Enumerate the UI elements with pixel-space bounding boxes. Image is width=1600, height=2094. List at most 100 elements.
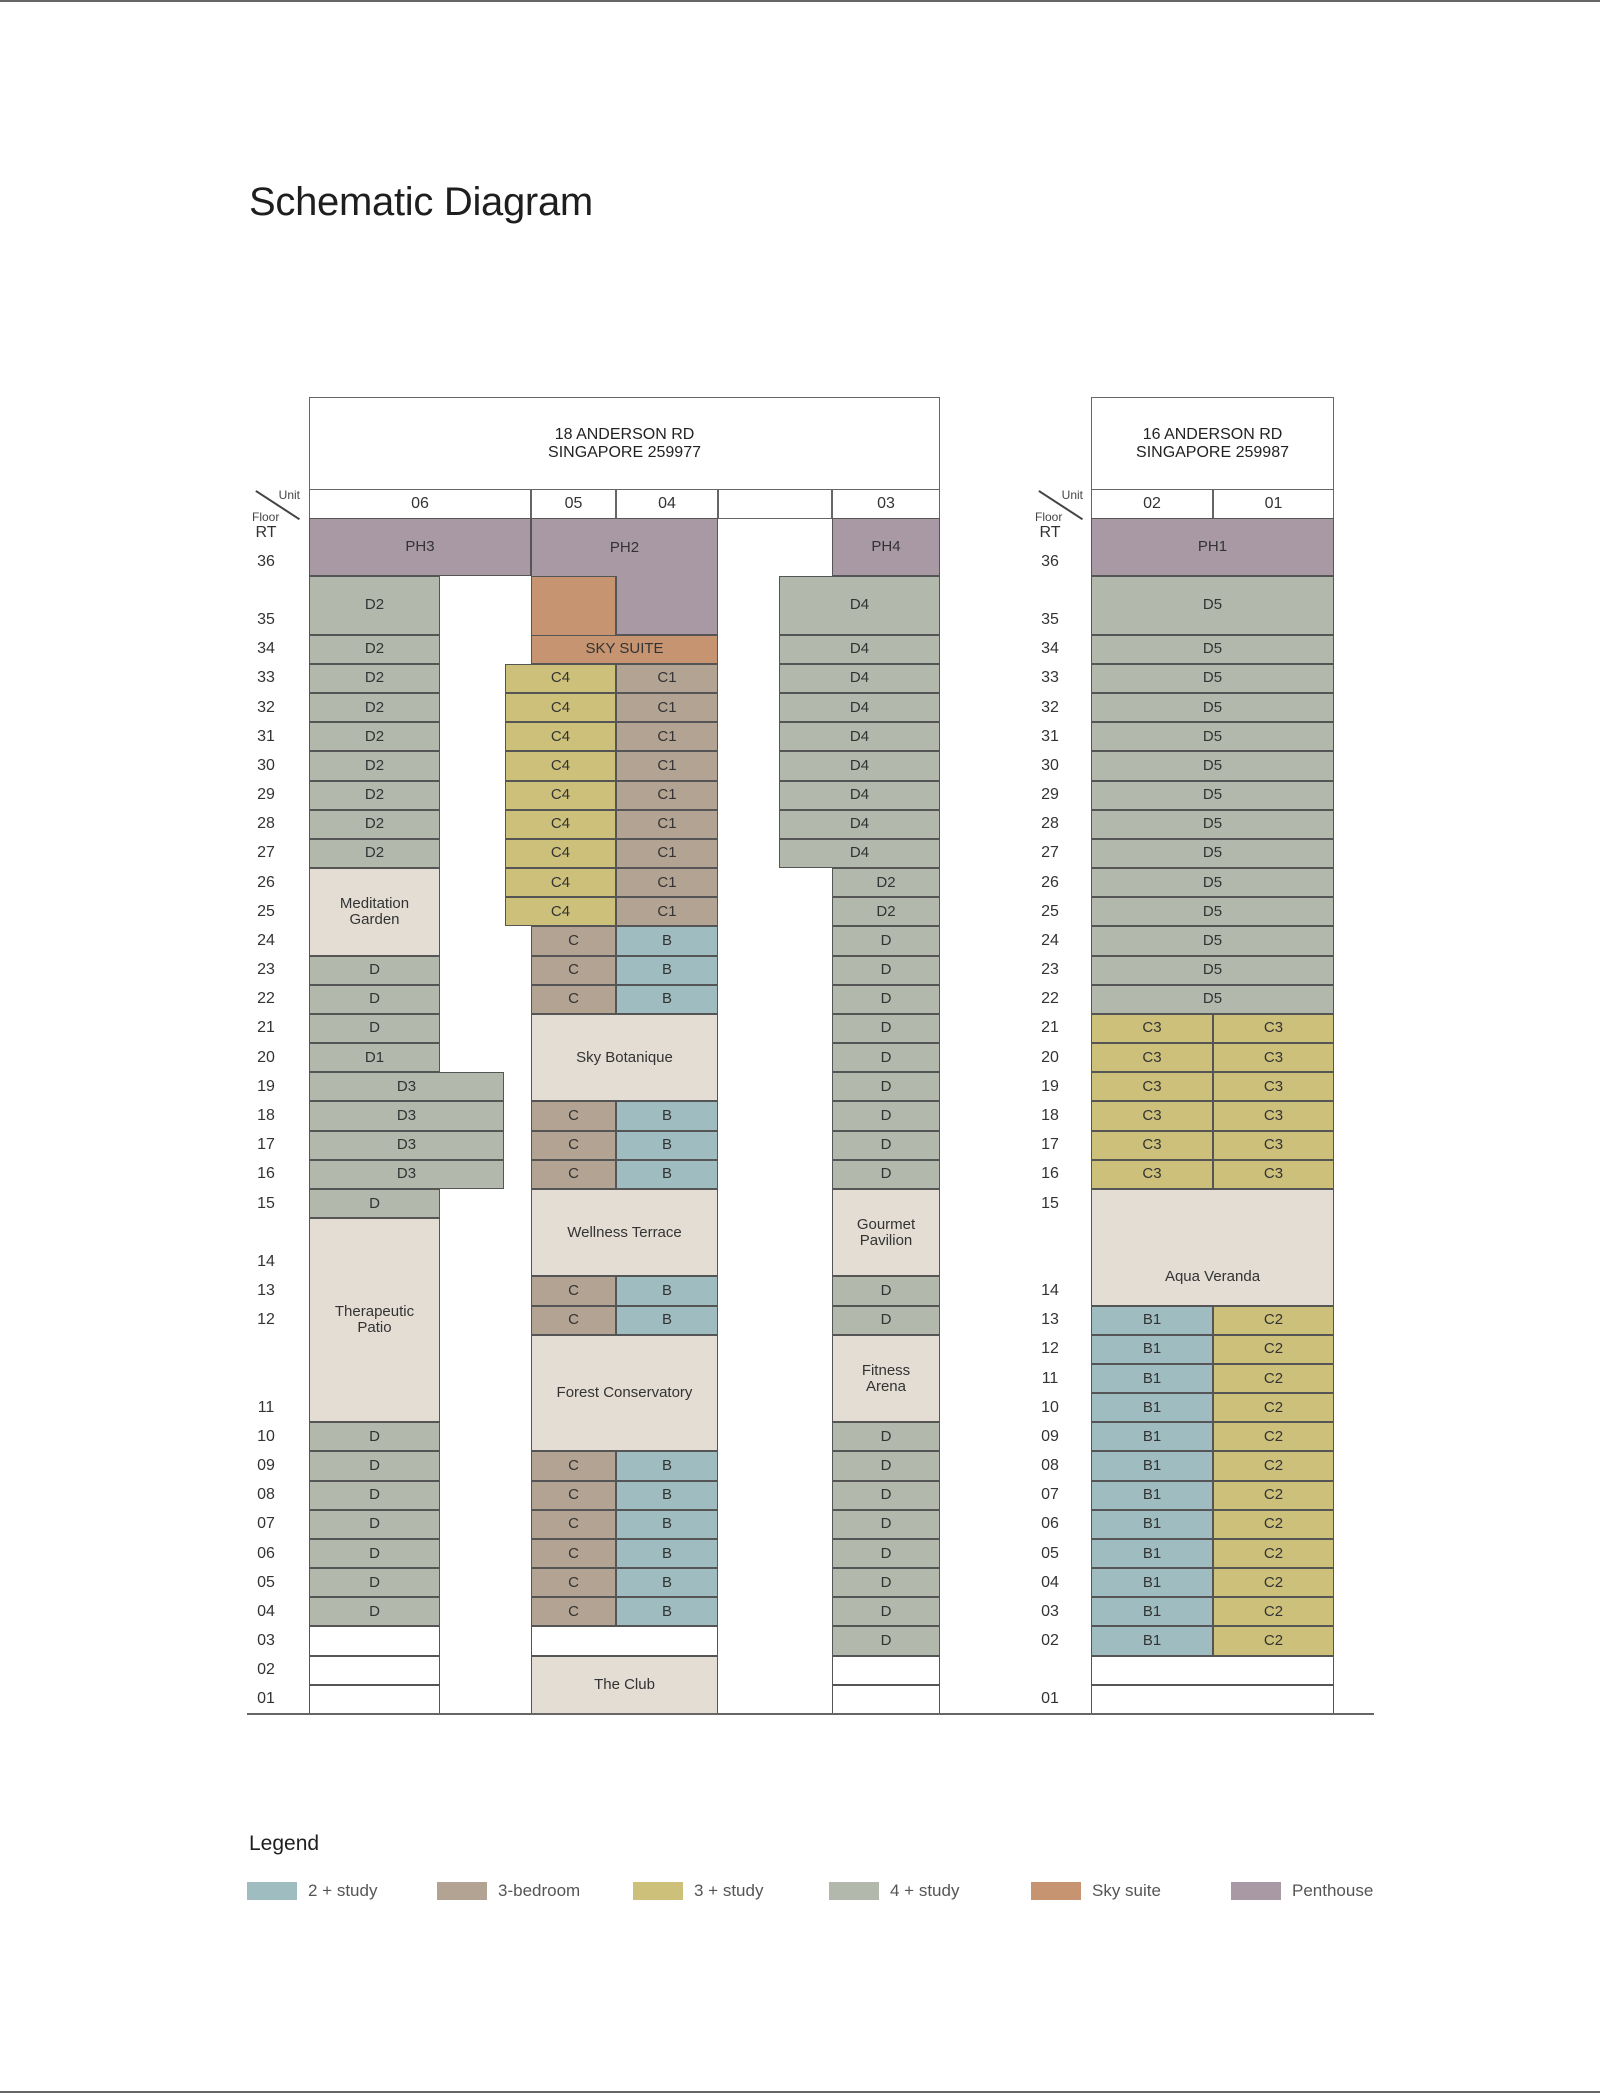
unit-cell[interactable]: D [309, 1538, 440, 1569]
sky-suite-upper[interactable] [531, 576, 616, 635]
unit-cell[interactable]: D5 [1091, 926, 1334, 956]
unit-cell[interactable]: C4 [505, 722, 616, 752]
unit-cell[interactable]: D2 [309, 663, 440, 693]
unit-cell[interactable]: B1 [1091, 1422, 1213, 1452]
unit-cell[interactable]: D4 [779, 693, 940, 723]
unit-cell[interactable]: B1 [1091, 1480, 1213, 1510]
unit-cell[interactable]: D5 [1091, 634, 1334, 664]
unit-cell[interactable]: C [531, 1451, 616, 1481]
unit-cell[interactable]: B [616, 1451, 718, 1481]
unit-cell[interactable]: D4 [779, 663, 940, 693]
unit-cell[interactable]: D [832, 1276, 940, 1306]
unit-cell[interactable]: C3 [1091, 1043, 1213, 1073]
unit-cell[interactable]: D5 [1091, 576, 1334, 635]
unit-cell[interactable]: C2 [1213, 1626, 1334, 1656]
unit-cell[interactable]: D [832, 955, 940, 985]
unit-cell[interactable]: C3 [1213, 1043, 1334, 1073]
unit-cell[interactable]: D [832, 1568, 940, 1598]
unit-cell[interactable]: C [531, 926, 616, 956]
unit-cell[interactable]: D [832, 1013, 940, 1044]
unit-cell[interactable]: D3 [309, 1130, 504, 1160]
unit-cell[interactable]: D [832, 1538, 940, 1569]
unit-cell[interactable]: D [832, 1597, 940, 1627]
unit-cell[interactable]: D4 [779, 838, 940, 869]
unit-cell[interactable]: C1 [616, 693, 718, 723]
unit-cell[interactable]: C [531, 1101, 616, 1131]
unit-cell[interactable]: D [832, 1101, 940, 1131]
unit-cell[interactable]: D4 [779, 751, 940, 781]
unit-cell[interactable]: D2 [309, 838, 440, 869]
unit-cell[interactable]: C3 [1213, 1072, 1334, 1102]
unit-cell[interactable]: D [309, 1422, 440, 1452]
unit-cell[interactable]: C2 [1213, 1597, 1334, 1627]
unit-cell[interactable]: D [832, 984, 940, 1014]
unit-cell[interactable]: D5 [1091, 838, 1334, 869]
unit-cell[interactable]: D [832, 1130, 940, 1160]
unit-cell[interactable]: B [616, 1276, 718, 1306]
unit-cell[interactable]: C4 [505, 663, 616, 693]
unit-cell[interactable]: D [309, 1597, 440, 1627]
unit-cell[interactable]: C [531, 1509, 616, 1539]
unit-cell[interactable]: D5 [1091, 780, 1334, 810]
unit-cell[interactable]: B [616, 1159, 718, 1189]
unit-cell[interactable]: C3 [1091, 1101, 1213, 1131]
unit-cell[interactable]: D [832, 1509, 940, 1539]
unit-cell[interactable]: D2 [309, 722, 440, 752]
unit-cell[interactable]: D2 [309, 576, 440, 635]
unit-cell[interactable]: D5 [1091, 751, 1334, 781]
unit-cell[interactable]: D5 [1091, 722, 1334, 752]
unit-cell[interactable]: B [616, 1538, 718, 1569]
unit-cell[interactable]: D2 [832, 868, 940, 898]
unit-cell[interactable]: B [616, 955, 718, 985]
unit-cell[interactable]: C [531, 1305, 616, 1335]
unit-cell[interactable]: C [531, 1568, 616, 1598]
unit-cell[interactable]: D [832, 1626, 940, 1656]
unit-cell[interactable]: C4 [505, 780, 616, 810]
unit-cell[interactable]: D2 [309, 693, 440, 723]
unit-cell[interactable]: D4 [779, 780, 940, 810]
unit-cell[interactable]: D3 [309, 1072, 504, 1102]
unit-cell[interactable]: D4 [779, 576, 940, 635]
unit-cell[interactable]: B [616, 1480, 718, 1510]
unit-cell[interactable]: D [832, 1043, 940, 1073]
unit-cell[interactable]: D5 [1091, 984, 1334, 1014]
unit-cell[interactable]: D4 [779, 809, 940, 839]
unit-cell[interactable]: C4 [505, 751, 616, 781]
unit-cell[interactable]: C3 [1213, 1159, 1334, 1189]
unit-cell[interactable]: D [309, 1451, 440, 1481]
unit-cell[interactable]: B [616, 1130, 718, 1160]
unit-cell[interactable]: C2 [1213, 1393, 1334, 1423]
unit-cell[interactable]: C3 [1091, 1072, 1213, 1102]
unit-cell[interactable]: D5 [1091, 897, 1334, 927]
unit-cell[interactable]: C1 [616, 751, 718, 781]
unit-cell[interactable]: B1 [1091, 1509, 1213, 1539]
unit-cell[interactable]: C4 [505, 897, 616, 927]
unit-cell[interactable]: B1 [1091, 1393, 1213, 1423]
unit-cell[interactable]: B1 [1091, 1451, 1213, 1481]
sky-suite[interactable]: SKY SUITE [531, 634, 718, 664]
unit-cell[interactable]: C4 [505, 868, 616, 898]
unit-cell[interactable]: C3 [1213, 1130, 1334, 1160]
unit-cell[interactable]: C2 [1213, 1422, 1334, 1452]
unit-cell[interactable]: D [309, 1509, 440, 1539]
unit-cell[interactable]: D [309, 1188, 440, 1219]
unit-cell[interactable]: B1 [1091, 1597, 1213, 1627]
unit-cell[interactable]: B [616, 1305, 718, 1335]
unit-cell[interactable]: B1 [1091, 1626, 1213, 1656]
unit-cell[interactable]: C1 [616, 809, 718, 839]
penthouse-ph4[interactable]: PH4 [832, 518, 940, 577]
unit-cell[interactable]: C [531, 1159, 616, 1189]
unit-cell[interactable]: C2 [1213, 1451, 1334, 1481]
unit-cell[interactable]: D2 [832, 897, 940, 927]
unit-cell[interactable]: C2 [1213, 1538, 1334, 1569]
unit-cell[interactable]: D3 [309, 1101, 504, 1131]
unit-cell[interactable]: D [832, 926, 940, 956]
unit-cell[interactable]: B [616, 984, 718, 1014]
unit-cell[interactable]: D1 [309, 1043, 440, 1073]
unit-cell[interactable]: C3 [1213, 1101, 1334, 1131]
unit-cell[interactable]: D4 [779, 722, 940, 752]
unit-cell[interactable]: C1 [616, 780, 718, 810]
unit-cell[interactable]: C3 [1091, 1130, 1213, 1160]
unit-cell[interactable]: C2 [1213, 1305, 1334, 1335]
unit-cell[interactable]: B1 [1091, 1363, 1213, 1394]
